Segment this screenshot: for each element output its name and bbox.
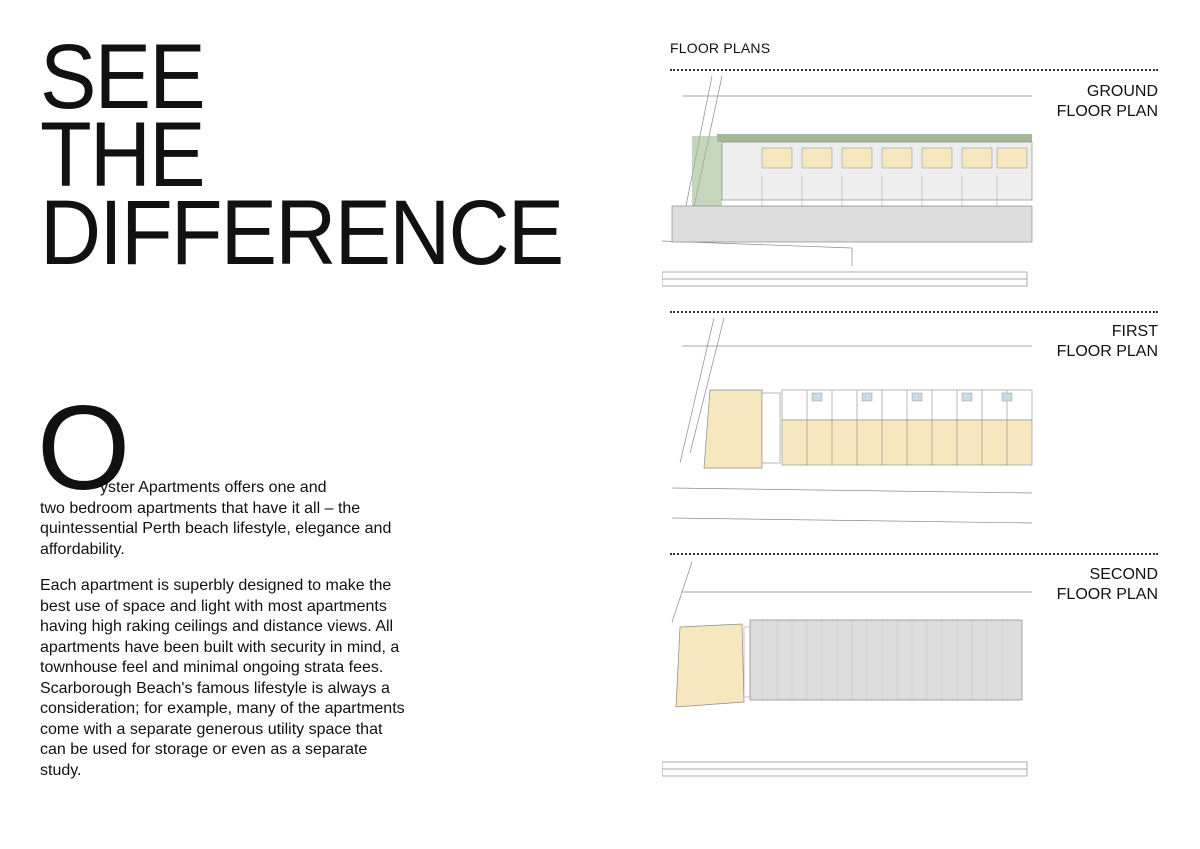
intro-paragraph-2: Each apartment is superbly designed to m…: [40, 577, 405, 779]
second-floor-label-line-1: SECOND: [1089, 566, 1158, 583]
first-floor-plan-drawing: [671, 318, 1033, 524]
second-floor-label-line-2: FLOOR PLAN: [1056, 586, 1158, 603]
ground-floor-label-line-2: FLOOR PLAN: [1056, 103, 1158, 120]
intro-lead-first-line: yster Apartments offers one and: [100, 479, 327, 496]
headline: SEE THE DIFFERENCE: [40, 26, 564, 284]
intro-lead-rest: two bedroom apartments that have it all …: [40, 499, 392, 558]
headline-line-1: SEE: [40, 26, 206, 128]
intro-text: O yster Apartments offers one and two be…: [37, 381, 410, 781]
second-floor-label: SECOND FLOOR PLAN: [1057, 565, 1158, 605]
drop-cap: O: [37, 381, 131, 515]
first-floor-label-line-1: FIRST: [1111, 323, 1158, 340]
divider-ground: [670, 69, 1158, 71]
ground-floor-label-line-1: GROUND: [1086, 83, 1158, 100]
first-floor-label-line-2: FLOOR PLAN: [1056, 343, 1158, 360]
divider-second: [670, 553, 1158, 555]
ground-floor-plan-drawing: [662, 76, 1033, 287]
ground-floor-label: GROUND FLOOR PLAN: [1057, 82, 1158, 122]
divider-first: [670, 311, 1158, 313]
headline-line-3: DIFFERENCE: [40, 182, 564, 284]
headline-line-2: THE: [40, 104, 206, 206]
first-floor-label: FIRST FLOOR PLAN: [1057, 322, 1158, 362]
second-floor-plan-drawing: [662, 562, 1032, 777]
floor-plans-title: FLOOR PLANS: [670, 40, 771, 56]
